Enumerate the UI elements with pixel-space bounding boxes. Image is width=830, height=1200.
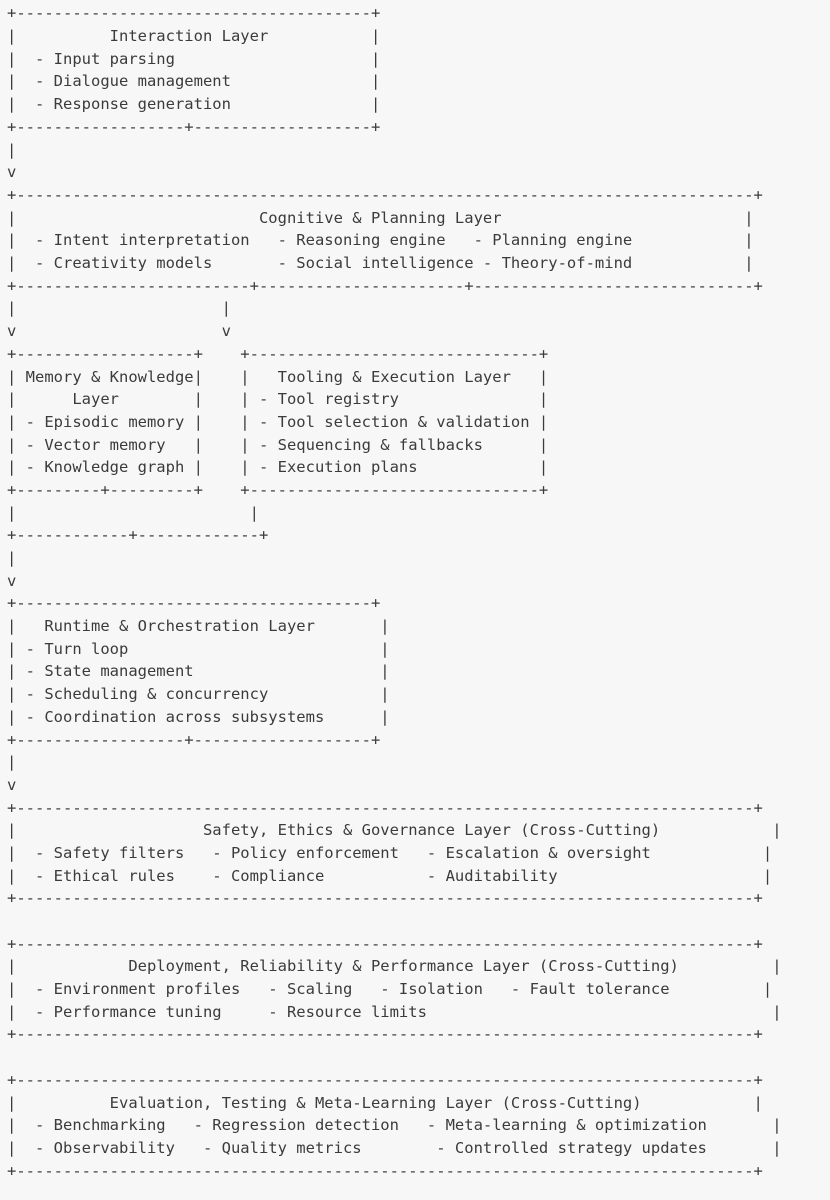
diagram-line: | <box>7 549 17 567</box>
diagram-line: | - Performance tuning - Resource limits… <box>7 1003 782 1021</box>
diagram-line: | - Response generation | <box>7 95 381 113</box>
diagram-line: | Evaluation, Testing & Meta-Learning La… <box>7 1094 763 1112</box>
diagram-line: | - Knowledge graph | | - Execution plan… <box>7 458 549 476</box>
diagram-line: | - Input parsing | <box>7 50 381 68</box>
diagram-line: +-------------------------+-------------… <box>7 277 763 295</box>
diagram-line: | <box>7 753 17 771</box>
diagram-line: +---------------------------------------… <box>7 1162 763 1180</box>
diagram-line: | - Turn loop | <box>7 640 390 658</box>
diagram-line: | | <box>7 299 231 317</box>
diagram-line: | - Episodic memory | | - Tool selection… <box>7 413 549 431</box>
diagram-line: v v <box>7 322 231 340</box>
diagram-line: +------------------+-------------------+ <box>7 118 381 136</box>
diagram-line: +-------------------+ +-----------------… <box>7 345 549 363</box>
diagram-line: | | <box>7 504 259 522</box>
diagram-line: | - Creativity models - Social intellige… <box>7 254 754 272</box>
diagram-line: | - Safety filters - Policy enforcement … <box>7 844 773 862</box>
diagram-line: | Memory & Knowledge| | Tooling & Execut… <box>7 368 549 386</box>
diagram-line: | Layer | | - Tool registry | <box>7 390 549 408</box>
diagram-line: | Interaction Layer | <box>7 27 381 45</box>
diagram-line: +--------------------------------------+ <box>7 4 381 22</box>
diagram-line: +---------------------------------------… <box>7 186 763 204</box>
diagram-line: v <box>7 163 17 181</box>
diagram-line: | - Dialogue management | <box>7 72 381 90</box>
diagram-line: | <box>7 141 17 159</box>
diagram-line: +--------------------------------------+ <box>7 594 381 612</box>
diagram-line: | Cognitive & Planning Layer | <box>7 209 754 227</box>
diagram-line: | - State management | <box>7 662 390 680</box>
diagram-line: | Safety, Ethics & Governance Layer (Cro… <box>7 821 782 839</box>
diagram-line: | - Observability - Quality metrics - Co… <box>7 1139 782 1157</box>
diagram-line: +---------+---------+ +-----------------… <box>7 481 549 499</box>
diagram-line: | - Scheduling & concurrency | <box>7 685 390 703</box>
diagram-line: +------------+-------------+ <box>7 526 269 544</box>
diagram-line: | - Intent interpretation - Reasoning en… <box>7 231 754 249</box>
diagram-line: | - Ethical rules - Compliance - Auditab… <box>7 867 773 885</box>
diagram-line: | - Coordination across subsystems | <box>7 708 390 726</box>
diagram-line: v <box>7 572 17 590</box>
diagram-line: +---------------------------------------… <box>7 1025 763 1043</box>
diagram-line: | Deployment, Reliability & Performance … <box>7 957 782 975</box>
diagram-line: +---------------------------------------… <box>7 889 763 907</box>
diagram-line: +---------------------------------------… <box>7 799 763 817</box>
diagram-line: | - Benchmarking - Regression detection … <box>7 1116 782 1134</box>
diagram-line: +---------------------------------------… <box>7 935 763 953</box>
diagram-line: | - Vector memory | | - Sequencing & fal… <box>7 436 549 454</box>
diagram-line: +------------------+-------------------+ <box>7 731 381 749</box>
diagram-line: | Runtime & Orchestration Layer | <box>7 617 390 635</box>
diagram-line: | - Environment profiles - Scaling - Iso… <box>7 980 773 998</box>
diagram-line: +---------------------------------------… <box>7 1071 763 1089</box>
diagram-line: v <box>7 776 17 794</box>
